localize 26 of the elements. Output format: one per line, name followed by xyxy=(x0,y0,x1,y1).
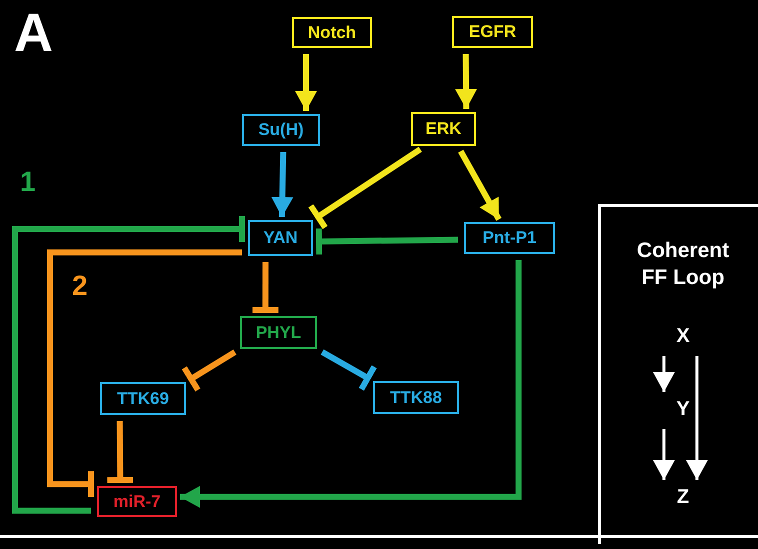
arrow xyxy=(652,356,675,392)
gene-box: PHYL xyxy=(240,316,317,349)
gene-box: EGFR xyxy=(452,16,533,48)
arrow xyxy=(686,356,708,480)
panel-letter: A xyxy=(14,6,53,60)
panel-heading: Coherent FF Loop xyxy=(636,238,730,292)
arrow xyxy=(455,54,478,110)
loop-number: 2 xyxy=(72,272,88,300)
variable-label: Y xyxy=(654,395,712,423)
inset-panel xyxy=(598,204,758,544)
arrow xyxy=(458,150,502,221)
arrow xyxy=(295,54,317,111)
gene-box: ERK xyxy=(411,112,476,146)
gene-box: TTK69 xyxy=(100,382,186,415)
arrow xyxy=(271,152,294,218)
gene-box: TTK88 xyxy=(373,381,459,414)
gene-box: miR-7 xyxy=(97,486,177,517)
variable-label: Z xyxy=(654,483,712,511)
gene-box: Su(H) xyxy=(242,114,320,146)
arrow xyxy=(652,429,675,480)
variable-label: X xyxy=(654,322,712,350)
gene-box: Pnt-P1 xyxy=(464,222,555,254)
loop-number: 1 xyxy=(20,168,36,196)
arrow xyxy=(180,260,522,508)
gene-box: YAN xyxy=(248,220,313,256)
gene-box: Notch xyxy=(292,17,372,48)
